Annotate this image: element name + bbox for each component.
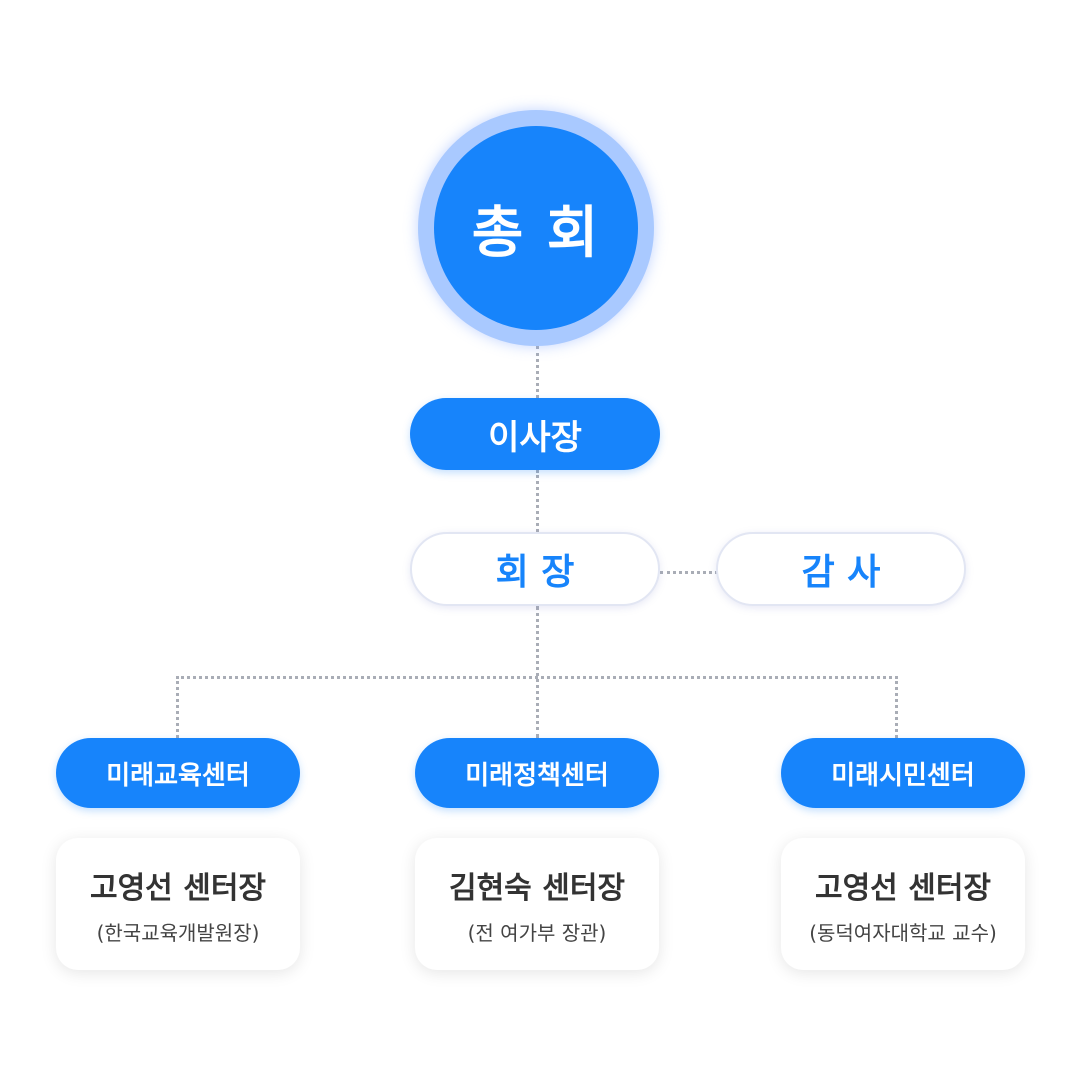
president-node: 회 장 [410,532,660,606]
chairman-node: 이사장 [410,398,660,470]
center-citizen-head-note: (동덕여자대학교 교수) [809,920,997,945]
center-citizen-head-name: 고영선 센터장 [814,870,992,906]
center-policy-head-note: (전 여가부 장관) [467,920,607,945]
center-citizen-label: 미래시민센터 [831,760,975,791]
president-label: 회 장 [495,552,575,593]
connector-center-1 [176,676,179,738]
center-education-head-name: 고영선 센터장 [89,870,267,906]
connector-president-centers [536,606,539,738]
center-citizen-node: 미래시민센터 [781,738,1025,808]
center-education-label: 미래교육센터 [106,760,250,791]
connector-centers-horizontal [176,676,898,679]
connector-assembly-chairman [536,346,539,398]
chairman-label: 이사장 [488,417,582,458]
auditor-node: 감 사 [716,532,966,606]
assembly-label: 총 회 [471,200,601,266]
center-policy-node: 미래정책센터 [415,738,659,808]
center-education-head-note: (한국교육개발원장) [96,920,260,945]
connector-president-auditor [660,571,718,574]
center-policy-head-card: 김현숙 센터장 (전 여가부 장관) [415,838,659,970]
assembly-node: 총 회 [434,126,638,330]
center-education-node: 미래교육센터 [56,738,300,808]
connector-chairman-president [536,470,539,532]
center-citizen-head-card: 고영선 센터장 (동덕여자대학교 교수) [781,838,1025,970]
auditor-label: 감 사 [801,552,881,593]
connector-center-3 [895,676,898,738]
center-policy-label: 미래정책센터 [465,760,609,791]
center-policy-head-name: 김현숙 센터장 [448,870,626,906]
center-education-head-card: 고영선 센터장 (한국교육개발원장) [56,838,300,970]
